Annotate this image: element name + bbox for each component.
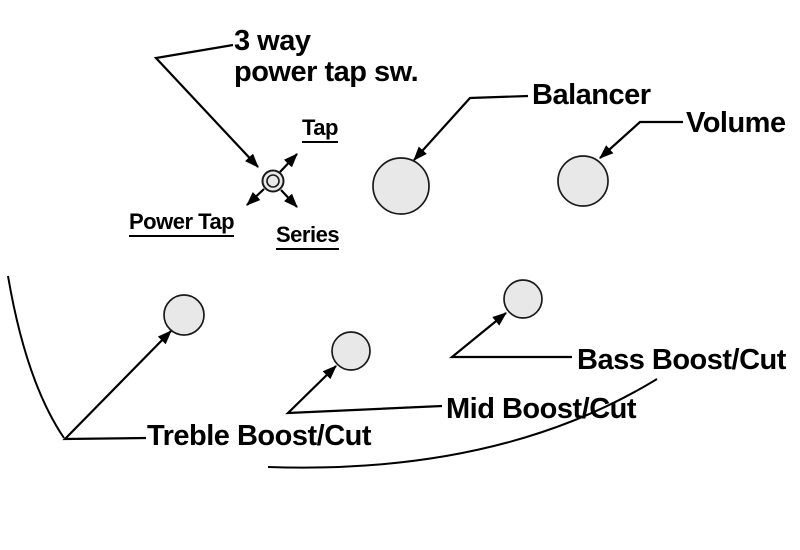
switch-title-label: 3 way power tap sw. bbox=[234, 25, 419, 89]
bass-boost-cut-label: Bass Boost/Cut bbox=[577, 344, 786, 376]
switch-inner-ring bbox=[266, 174, 280, 188]
three-way-switch-pointer-arrow bbox=[153, 43, 259, 168]
bass-knob bbox=[503, 279, 543, 319]
mid-boost-cut-label: Mid Boost/Cut bbox=[446, 393, 637, 425]
body-outline-bottom-curve bbox=[267, 378, 658, 469]
switch-title-line1: 3 way bbox=[234, 25, 311, 57]
treble-boost-cut-label: Treble Boost/Cut bbox=[147, 420, 372, 452]
series-label: Series bbox=[276, 223, 340, 250]
body-outline-left-curve bbox=[7, 275, 65, 439]
volume-knob bbox=[557, 155, 609, 207]
power-tap-label-text: Power Tap bbox=[129, 210, 235, 237]
tap-position-arrow bbox=[279, 153, 298, 173]
switch-outer-ring bbox=[261, 169, 285, 193]
bass-pointer-arrow bbox=[448, 312, 572, 359]
switch-title-line2: power tap sw. bbox=[234, 56, 419, 89]
series-position-arrow bbox=[280, 189, 298, 208]
tap-label: Tap bbox=[302, 116, 338, 143]
balancer-pointer-arrow bbox=[413, 94, 529, 161]
balancer-label: Balancer bbox=[532, 79, 651, 111]
volume-pointer-arrow bbox=[599, 120, 683, 159]
volume-label: Volume bbox=[686, 107, 786, 139]
treble-knob bbox=[163, 294, 205, 336]
power-tap-switch bbox=[261, 169, 285, 193]
power-tap-position-arrow bbox=[246, 188, 265, 206]
balancer-knob bbox=[372, 157, 430, 215]
tap-label-text: Tap bbox=[302, 116, 338, 143]
series-label-text: Series bbox=[276, 223, 340, 250]
treble-pointer-arrow bbox=[62, 330, 172, 441]
power-tap-label: Power Tap bbox=[129, 210, 235, 237]
mid-knob bbox=[331, 331, 371, 371]
mid-pointer-arrow bbox=[285, 365, 443, 415]
